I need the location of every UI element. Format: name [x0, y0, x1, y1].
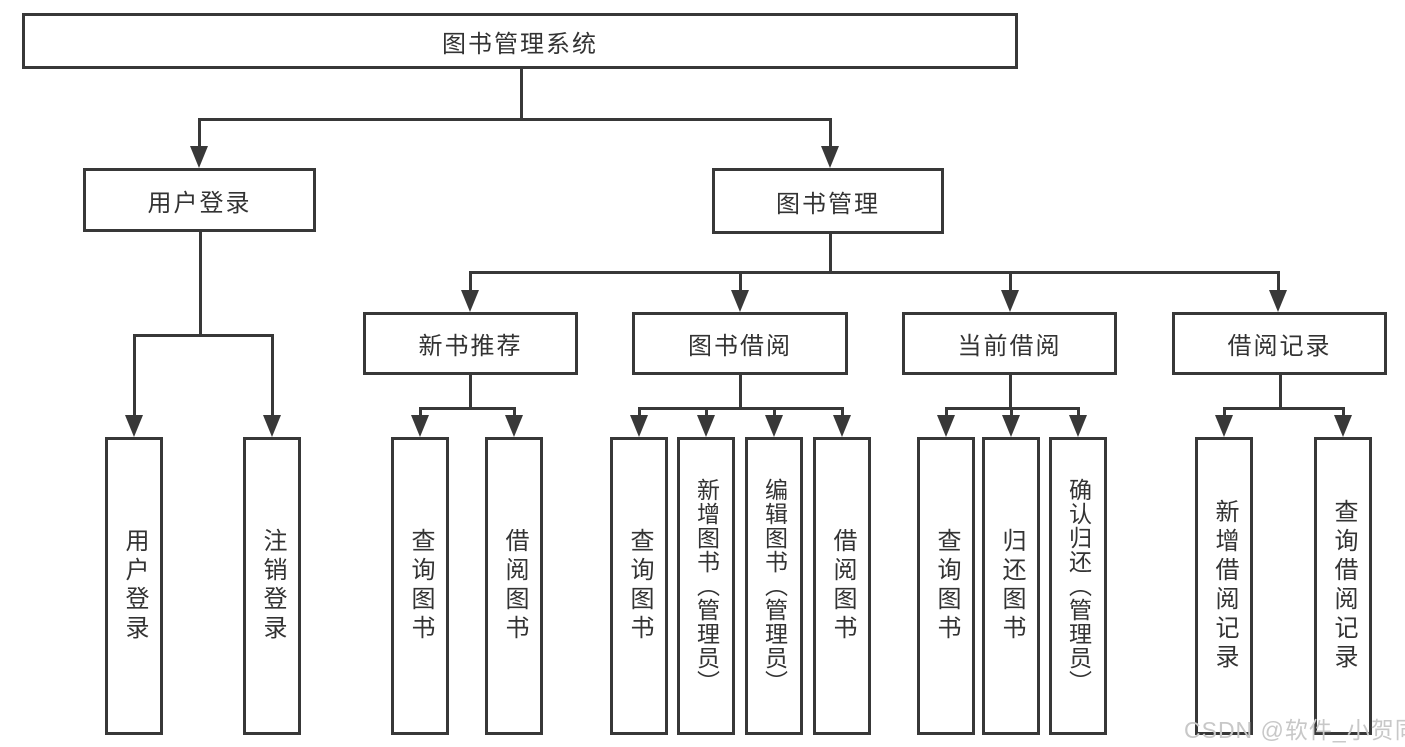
connector-leaf-drop — [704, 410, 708, 418]
leaf-edit-books-admin: 编辑图书（管理员） — [745, 437, 803, 735]
connector-leaf-drop — [270, 337, 274, 417]
connector-leaf-bus — [1222, 407, 1345, 410]
leaf-borrow-books: 借阅图书 — [485, 437, 543, 735]
connector-drop-section — [1008, 274, 1012, 292]
connector-leaf-bus — [637, 407, 844, 410]
leaf-return-books: 归还图书 — [982, 437, 1040, 735]
arrow-down-icon — [765, 415, 783, 437]
arrow-down-icon — [1069, 415, 1087, 437]
node-book-management: 图书管理 — [712, 168, 944, 234]
leaf-label: 归还图书 — [998, 528, 1025, 644]
arrow-down-icon — [125, 415, 143, 437]
connector-drop-section — [738, 274, 742, 292]
leaf-label: 确认归还（管理员） — [1065, 478, 1092, 694]
connector-leaf-drop — [637, 410, 641, 418]
arrow-down-icon — [630, 415, 648, 437]
leaf-query-borrow-record: 查询借阅记录 — [1314, 437, 1372, 735]
arrow-down-icon — [263, 415, 281, 437]
node-library-system: 图书管理系统 — [22, 13, 1018, 69]
node-book-borrowing: 图书借阅 — [632, 312, 848, 375]
leaf-logout: 注销登录 — [243, 437, 301, 735]
leaf-label: 查询图书 — [626, 528, 653, 644]
leaf-borrow-books: 借阅图书 — [813, 437, 871, 735]
node-new-book-recommend: 新书推荐 — [363, 312, 578, 375]
leaf-query-books: 查询图书 — [917, 437, 975, 735]
leaf-label: 查询图书 — [933, 528, 960, 644]
arrow-down-icon — [461, 290, 479, 312]
leaf-label: 借阅图书 — [829, 528, 856, 644]
node-user-login: 用户登录 — [83, 168, 316, 232]
connector-root-drop — [519, 69, 523, 121]
node-borrowing-records: 借阅记录 — [1172, 312, 1387, 375]
leaf-label: 用户登录 — [121, 528, 148, 644]
leaf-add-books-admin: 新增图书（管理员） — [677, 437, 735, 735]
connector-section-drop — [1278, 375, 1282, 410]
connector-leaf-drop — [132, 337, 136, 417]
connector-leaf-bus — [944, 407, 1080, 410]
leaf-user-login: 用户登录 — [105, 437, 163, 735]
arrow-down-icon — [411, 415, 429, 437]
connector-section-drop — [738, 375, 742, 410]
connector-leaf-drop — [1341, 410, 1345, 418]
connector-leaf-drop — [1076, 410, 1080, 418]
arrow-down-icon — [1001, 290, 1019, 312]
leaf-confirm-return-admin: 确认归还（管理员） — [1049, 437, 1107, 735]
connector-drop-book-mgmt — [828, 118, 832, 150]
connector-leaf-bus — [418, 407, 516, 410]
connector-level1-bus — [197, 118, 832, 121]
leaf-label: 借阅图书 — [501, 528, 528, 644]
node-current-borrowing: 当前借阅 — [902, 312, 1117, 375]
leaf-query-books: 查询图书 — [610, 437, 668, 735]
connector-leaf-drop — [1009, 410, 1013, 418]
leaf-label: 编辑图书（管理员） — [761, 478, 788, 694]
arrow-down-icon — [833, 415, 851, 437]
connector-level2-bus — [468, 271, 1280, 274]
connector-section-drop — [1008, 375, 1012, 410]
leaf-add-borrow-record: 新增借阅记录 — [1195, 437, 1253, 735]
arrow-down-icon — [731, 290, 749, 312]
connector-book-mgmt-drop — [828, 234, 832, 274]
connector-drop-section — [468, 274, 472, 292]
connector-section-drop — [468, 375, 472, 410]
leaf-label: 新增图书（管理员） — [693, 478, 720, 694]
leaf-label: 查询借阅记录 — [1330, 499, 1357, 673]
arrow-down-icon — [1215, 415, 1233, 437]
leaf-label: 新增借阅记录 — [1211, 499, 1238, 673]
connector-user-login-bus — [132, 334, 274, 337]
arrow-down-icon — [505, 415, 523, 437]
connector-leaf-drop — [944, 410, 948, 418]
connector-leaf-drop — [418, 410, 422, 418]
connector-leaf-drop — [840, 410, 844, 418]
arrow-down-icon — [937, 415, 955, 437]
arrow-down-icon — [697, 415, 715, 437]
connector-drop-user-login — [197, 118, 201, 150]
arrow-down-icon — [1002, 415, 1020, 437]
leaf-query-books: 查询图书 — [391, 437, 449, 735]
leaf-label: 注销登录 — [259, 528, 286, 644]
arrow-down-icon — [821, 146, 839, 168]
connector-leaf-drop — [512, 410, 516, 418]
arrow-down-icon — [1269, 290, 1287, 312]
connector-leaf-drop — [772, 410, 776, 418]
connector-leaf-drop — [1222, 410, 1226, 418]
arrow-down-icon — [1334, 415, 1352, 437]
arrow-down-icon — [190, 146, 208, 168]
leaf-label: 查询图书 — [407, 528, 434, 644]
watermark: CSDN @软件_小贺同学 — [1184, 717, 1405, 743]
connector-user-login-drop — [198, 232, 202, 337]
connector-drop-section — [1276, 274, 1280, 292]
